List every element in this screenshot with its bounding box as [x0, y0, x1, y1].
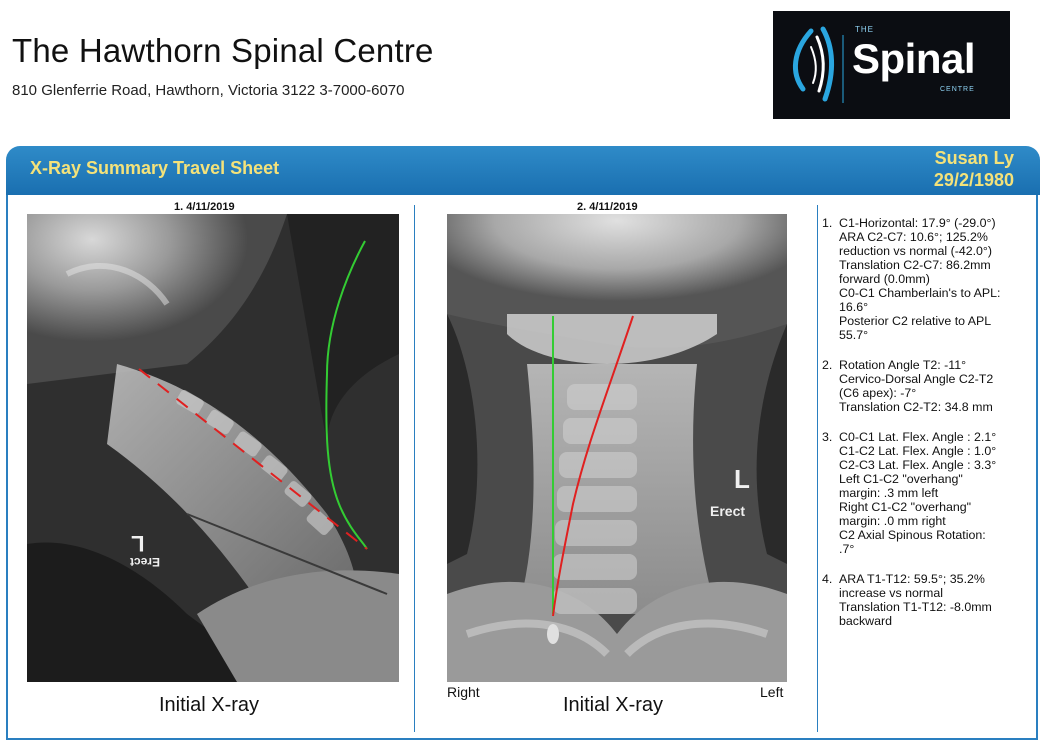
- finding-line: (C6 apex): -7°: [839, 386, 917, 400]
- finding-line: ARA C2-C7: 10.6°; 125.2%: [839, 230, 988, 244]
- finding-number: 2.: [822, 358, 833, 372]
- panel-1-marker-letter: L: [131, 531, 145, 556]
- finding-line: C1-C2 Lat. Flex. Angle : 1.0°: [839, 444, 997, 458]
- finding-line: Rotation Angle T2: -11°: [839, 358, 967, 372]
- finding-line: increase vs normal: [839, 586, 943, 600]
- finding-number: 3.: [822, 430, 833, 444]
- sheet-title: X-Ray Summary Travel Sheet: [30, 158, 280, 178]
- finding-line: .7°: [839, 542, 855, 556]
- finding-line: ARA T1-T12: 59.5°; 35.2%: [839, 572, 985, 586]
- panel-1-date: 1. 4/11/2019: [174, 201, 235, 213]
- patient-dob: 29/2/1980: [933, 170, 1014, 190]
- finding-line: 16.6°: [839, 300, 869, 314]
- clinic-name: The Hawthorn Spinal Centre: [12, 32, 434, 69]
- finding-line: Translation C2-T2: 34.8 mm: [839, 400, 993, 414]
- finding-line: Translation C2-C7: 86.2mm: [839, 258, 991, 272]
- panel-1-marker-word: Erect: [130, 555, 161, 569]
- finding-item: 3. C0-C1 Lat. Flex. Angle : 2.1° C1-C2 L…: [822, 430, 1034, 556]
- finding-number: 1.: [822, 216, 833, 230]
- finding-line: C0-C1 Chamberlain's to APL:: [839, 286, 1001, 300]
- spine-logo-icon: [792, 26, 844, 103]
- finding-line: Posterior C2 relative to APL: [839, 314, 992, 328]
- finding-line: C0-C1 Lat. Flex. Angle : 2.1°: [839, 430, 997, 444]
- xray-right-side-label: Right: [447, 684, 480, 700]
- finding-line: backward: [839, 614, 893, 628]
- finding-line: C2-C3 Lat. Flex. Angle : 3.3°: [839, 458, 997, 472]
- finding-number: 4.: [822, 572, 833, 586]
- finding-line: margin: .0 mm right: [839, 514, 946, 528]
- finding-line: margin: .3 mm left: [839, 486, 939, 500]
- clinic-address: 810 Glenferrie Road, Hawthorn, Victoria …: [12, 82, 405, 99]
- finding-line: reduction vs normal (-42.0°): [839, 244, 993, 258]
- logo-small-bottom: CENTRE: [940, 86, 975, 93]
- finding-line: forward (0.0mm): [839, 272, 930, 286]
- panel-2-caption: Initial X-ray: [563, 694, 664, 716]
- logo-wordmark: Spinal: [852, 35, 976, 82]
- finding-line: 55.7°: [839, 328, 869, 342]
- panel-1-caption: Initial X-ray: [159, 694, 260, 716]
- xray-ap-image: [447, 214, 787, 682]
- xray-lateral-image: [27, 214, 399, 682]
- finding-line: Translation T1-T12: -8.0mm: [839, 600, 992, 614]
- panel-2-marker-letter: L: [734, 464, 750, 494]
- finding-line: Right C1-C2 "overhang": [839, 500, 972, 514]
- finding-line: Cervico-Dorsal Angle C2-T2: [839, 372, 994, 386]
- xray-left-side-label: Left: [760, 684, 784, 700]
- panel-divider: [414, 205, 415, 732]
- finding-item: 2. Rotation Angle T2: -11° Cervico-Dorsa…: [822, 358, 1034, 414]
- finding-line: C1-Horizontal: 17.9° (-29.0°): [839, 216, 996, 230]
- patient-name: Susan Ly: [934, 148, 1014, 168]
- finding-item: 1. C1-Horizontal: 17.9° (-29.0°) ARA C2-…: [822, 216, 1034, 342]
- finding-line: C2 Axial Spinous Rotation:: [839, 528, 986, 542]
- clinic-logo: [773, 11, 1010, 119]
- finding-line: Left C1-C2 "overhang": [839, 472, 963, 486]
- panel-2-marker-word: Erect: [710, 503, 746, 519]
- findings-divider: [817, 205, 818, 732]
- logo-small-top: THE: [855, 25, 874, 34]
- findings-list: 1. C1-Horizontal: 17.9° (-29.0°) ARA C2-…: [822, 216, 1034, 644]
- finding-item: 4. ARA T1-T12: 59.5°; 35.2% increase vs …: [822, 572, 1034, 628]
- panel-2-date: 2. 4/11/2019: [577, 201, 638, 213]
- title-banner: [6, 146, 1040, 195]
